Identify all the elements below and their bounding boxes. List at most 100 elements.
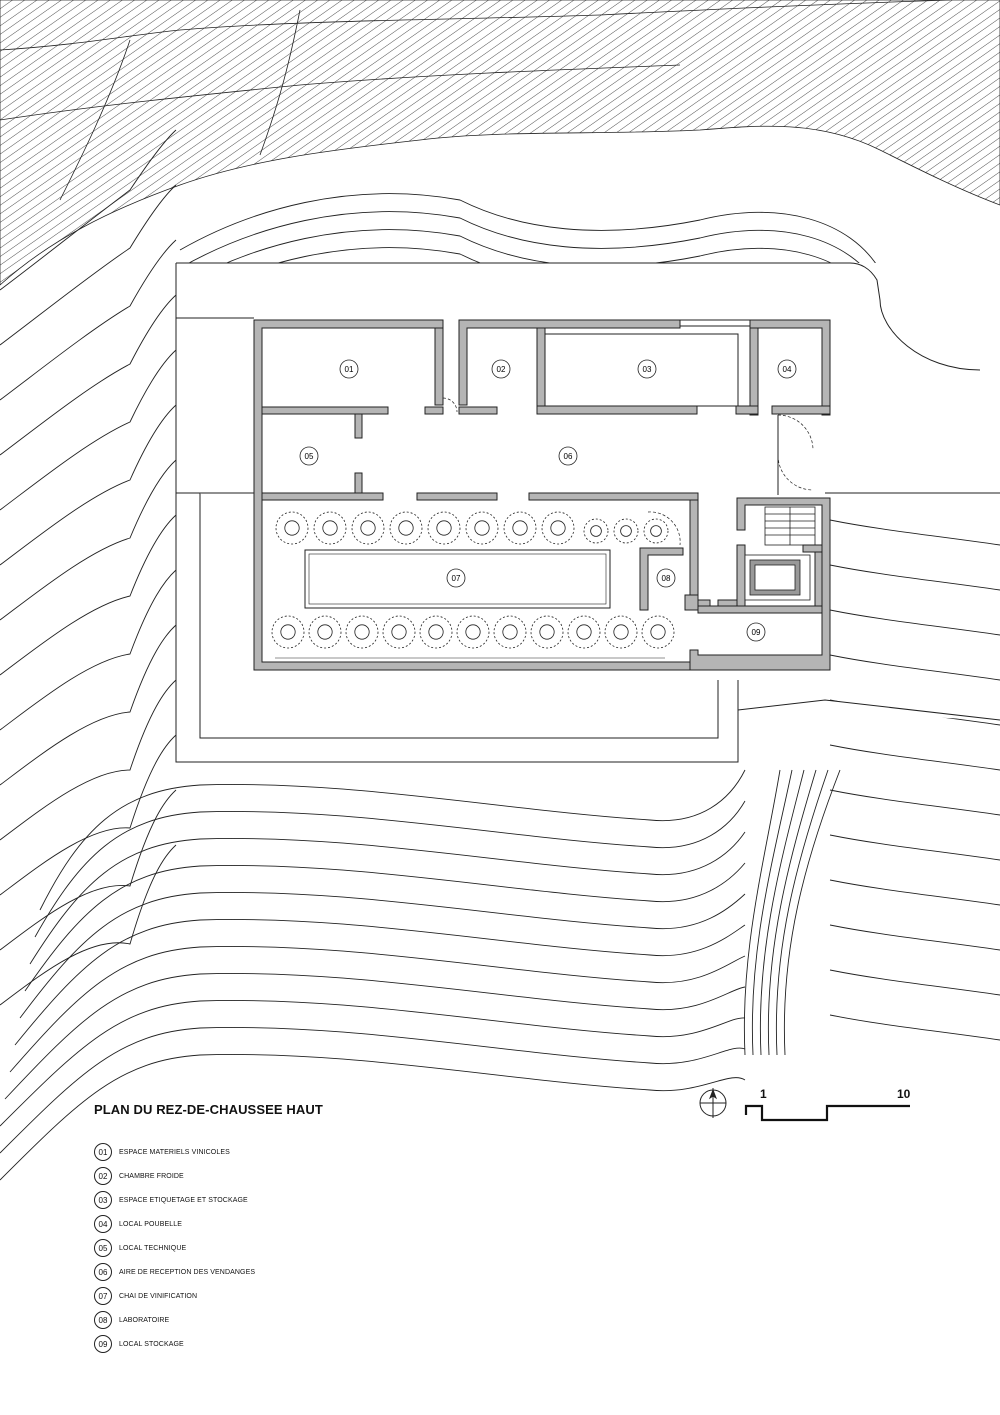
wine-tank-core bbox=[590, 525, 602, 537]
contour-lines bbox=[0, 129, 1000, 1181]
room-marker-06-label: 06 bbox=[564, 452, 573, 461]
contour-line bbox=[0, 294, 177, 456]
wine-tank bbox=[382, 615, 416, 649]
hatch-boundaries bbox=[0, 0, 951, 201]
contour-line bbox=[829, 519, 1000, 546]
wine-tank-core bbox=[322, 520, 338, 536]
contour-line bbox=[0, 734, 177, 896]
contour-line bbox=[0, 404, 177, 566]
legend-item: 05 LOCAL TECHNIQUE bbox=[94, 1236, 255, 1260]
legend-number: 01 bbox=[94, 1143, 112, 1161]
room-marker-01-label: 01 bbox=[345, 365, 354, 374]
wine-tank bbox=[308, 615, 342, 649]
legend-label: ESPACE ETIQUETAGE ET STOCKAGE bbox=[119, 1196, 248, 1204]
legend-number: 05 bbox=[94, 1239, 112, 1257]
wine-tank-core bbox=[502, 624, 518, 640]
wine-tank bbox=[583, 518, 609, 544]
wine-tank-core bbox=[539, 624, 555, 640]
contour-line bbox=[829, 1014, 1000, 1041]
wine-tank bbox=[389, 511, 423, 545]
scale-end-label: 10 bbox=[897, 1087, 911, 1101]
room-marker-08: 08 bbox=[656, 568, 676, 588]
legend-label: LOCAL STOCKAGE bbox=[119, 1340, 184, 1348]
wine-tank-core bbox=[650, 525, 662, 537]
contour-line bbox=[0, 459, 177, 621]
legend-label: LOCAL TECHNIQUE bbox=[119, 1244, 187, 1252]
room-marker-04: 04 bbox=[777, 359, 797, 379]
contour-line bbox=[0, 1054, 746, 1181]
room-marker-08-label: 08 bbox=[662, 574, 671, 583]
legend-number: 06 bbox=[94, 1263, 112, 1281]
contour-line bbox=[14, 919, 746, 1046]
building-outline bbox=[175, 262, 1000, 763]
legend-item: 06 AIRE DE RECEPTION DES VENDANGES bbox=[94, 1260, 255, 1284]
contour-line bbox=[775, 769, 829, 1056]
contour-line bbox=[0, 624, 177, 786]
contour-line bbox=[829, 924, 1000, 951]
scale-bar bbox=[744, 1104, 910, 1122]
room-marker-02-label: 02 bbox=[497, 365, 506, 374]
wine-tank bbox=[351, 511, 385, 545]
contour-line bbox=[0, 844, 177, 1006]
contour-line bbox=[0, 569, 177, 731]
wine-tank-core bbox=[391, 624, 407, 640]
legend-number: 07 bbox=[94, 1287, 112, 1305]
wine-tank bbox=[345, 615, 379, 649]
hatched-terrain bbox=[0, 0, 1000, 286]
contour-line bbox=[783, 769, 841, 1056]
legend-item: 04 LOCAL POUBELLE bbox=[94, 1212, 255, 1236]
contour-line bbox=[829, 834, 1000, 861]
contour-line bbox=[0, 184, 177, 346]
legend-label: AIRE DE RECEPTION DES VENDANGES bbox=[119, 1268, 256, 1276]
wine-tank-core bbox=[650, 624, 666, 640]
wine-tank-core bbox=[280, 624, 296, 640]
door-swings bbox=[442, 397, 814, 546]
wine-tank-core bbox=[474, 520, 490, 536]
contour-line bbox=[24, 862, 746, 992]
plan-title: PLAN DU REZ-DE-CHAUSSEE HAUT bbox=[94, 1102, 323, 1117]
wine-tank bbox=[567, 615, 601, 649]
legend-item: 09 LOCAL STOCKAGE bbox=[94, 1332, 255, 1356]
legend-label: ESPACE MATERIELS VINICOLES bbox=[119, 1148, 230, 1156]
wine-tank bbox=[271, 615, 305, 649]
contour-line bbox=[829, 609, 1000, 636]
contour-line bbox=[39, 769, 746, 911]
legend-number: 04 bbox=[94, 1215, 112, 1233]
wine-tank-core bbox=[317, 624, 333, 640]
contour-line bbox=[0, 514, 177, 676]
wine-tank-core bbox=[436, 520, 452, 536]
legend-label: LOCAL POUBELLE bbox=[119, 1220, 183, 1228]
legend-item: 01 ESPACE MATERIELS VINICOLES bbox=[94, 1140, 255, 1164]
wine-tank-core bbox=[284, 520, 300, 536]
legend-number: 09 bbox=[94, 1335, 112, 1353]
contour-line bbox=[0, 679, 177, 841]
wine-tank-core bbox=[576, 624, 592, 640]
room-marker-05-label: 05 bbox=[305, 452, 314, 461]
wine-tank bbox=[530, 615, 564, 649]
wine-tank bbox=[643, 518, 669, 544]
contour-line bbox=[19, 892, 746, 1019]
wine-tank bbox=[493, 615, 527, 649]
wine-tank-core bbox=[398, 520, 414, 536]
wine-tank bbox=[541, 511, 575, 545]
room-marker-07: 07 bbox=[446, 568, 466, 588]
contour-line bbox=[0, 129, 177, 291]
contour-line bbox=[767, 769, 817, 1056]
wine-tank bbox=[604, 615, 638, 649]
contour-line bbox=[829, 564, 1000, 591]
glazing bbox=[544, 319, 751, 407]
vinification-island bbox=[304, 549, 611, 609]
wine-tank bbox=[419, 615, 453, 649]
walls bbox=[253, 319, 831, 671]
wine-tank-core bbox=[428, 624, 444, 640]
contour-line bbox=[0, 1027, 746, 1154]
scale-start-label: 1 bbox=[760, 1087, 767, 1101]
room-marker-06: 06 bbox=[558, 446, 578, 466]
room-marker-03: 03 bbox=[637, 359, 657, 379]
legend-label: CHAI DE VINIFICATION bbox=[119, 1292, 198, 1300]
wine-tank bbox=[313, 511, 347, 545]
contour-line bbox=[9, 946, 746, 1073]
room-marker-05: 05 bbox=[299, 446, 319, 466]
